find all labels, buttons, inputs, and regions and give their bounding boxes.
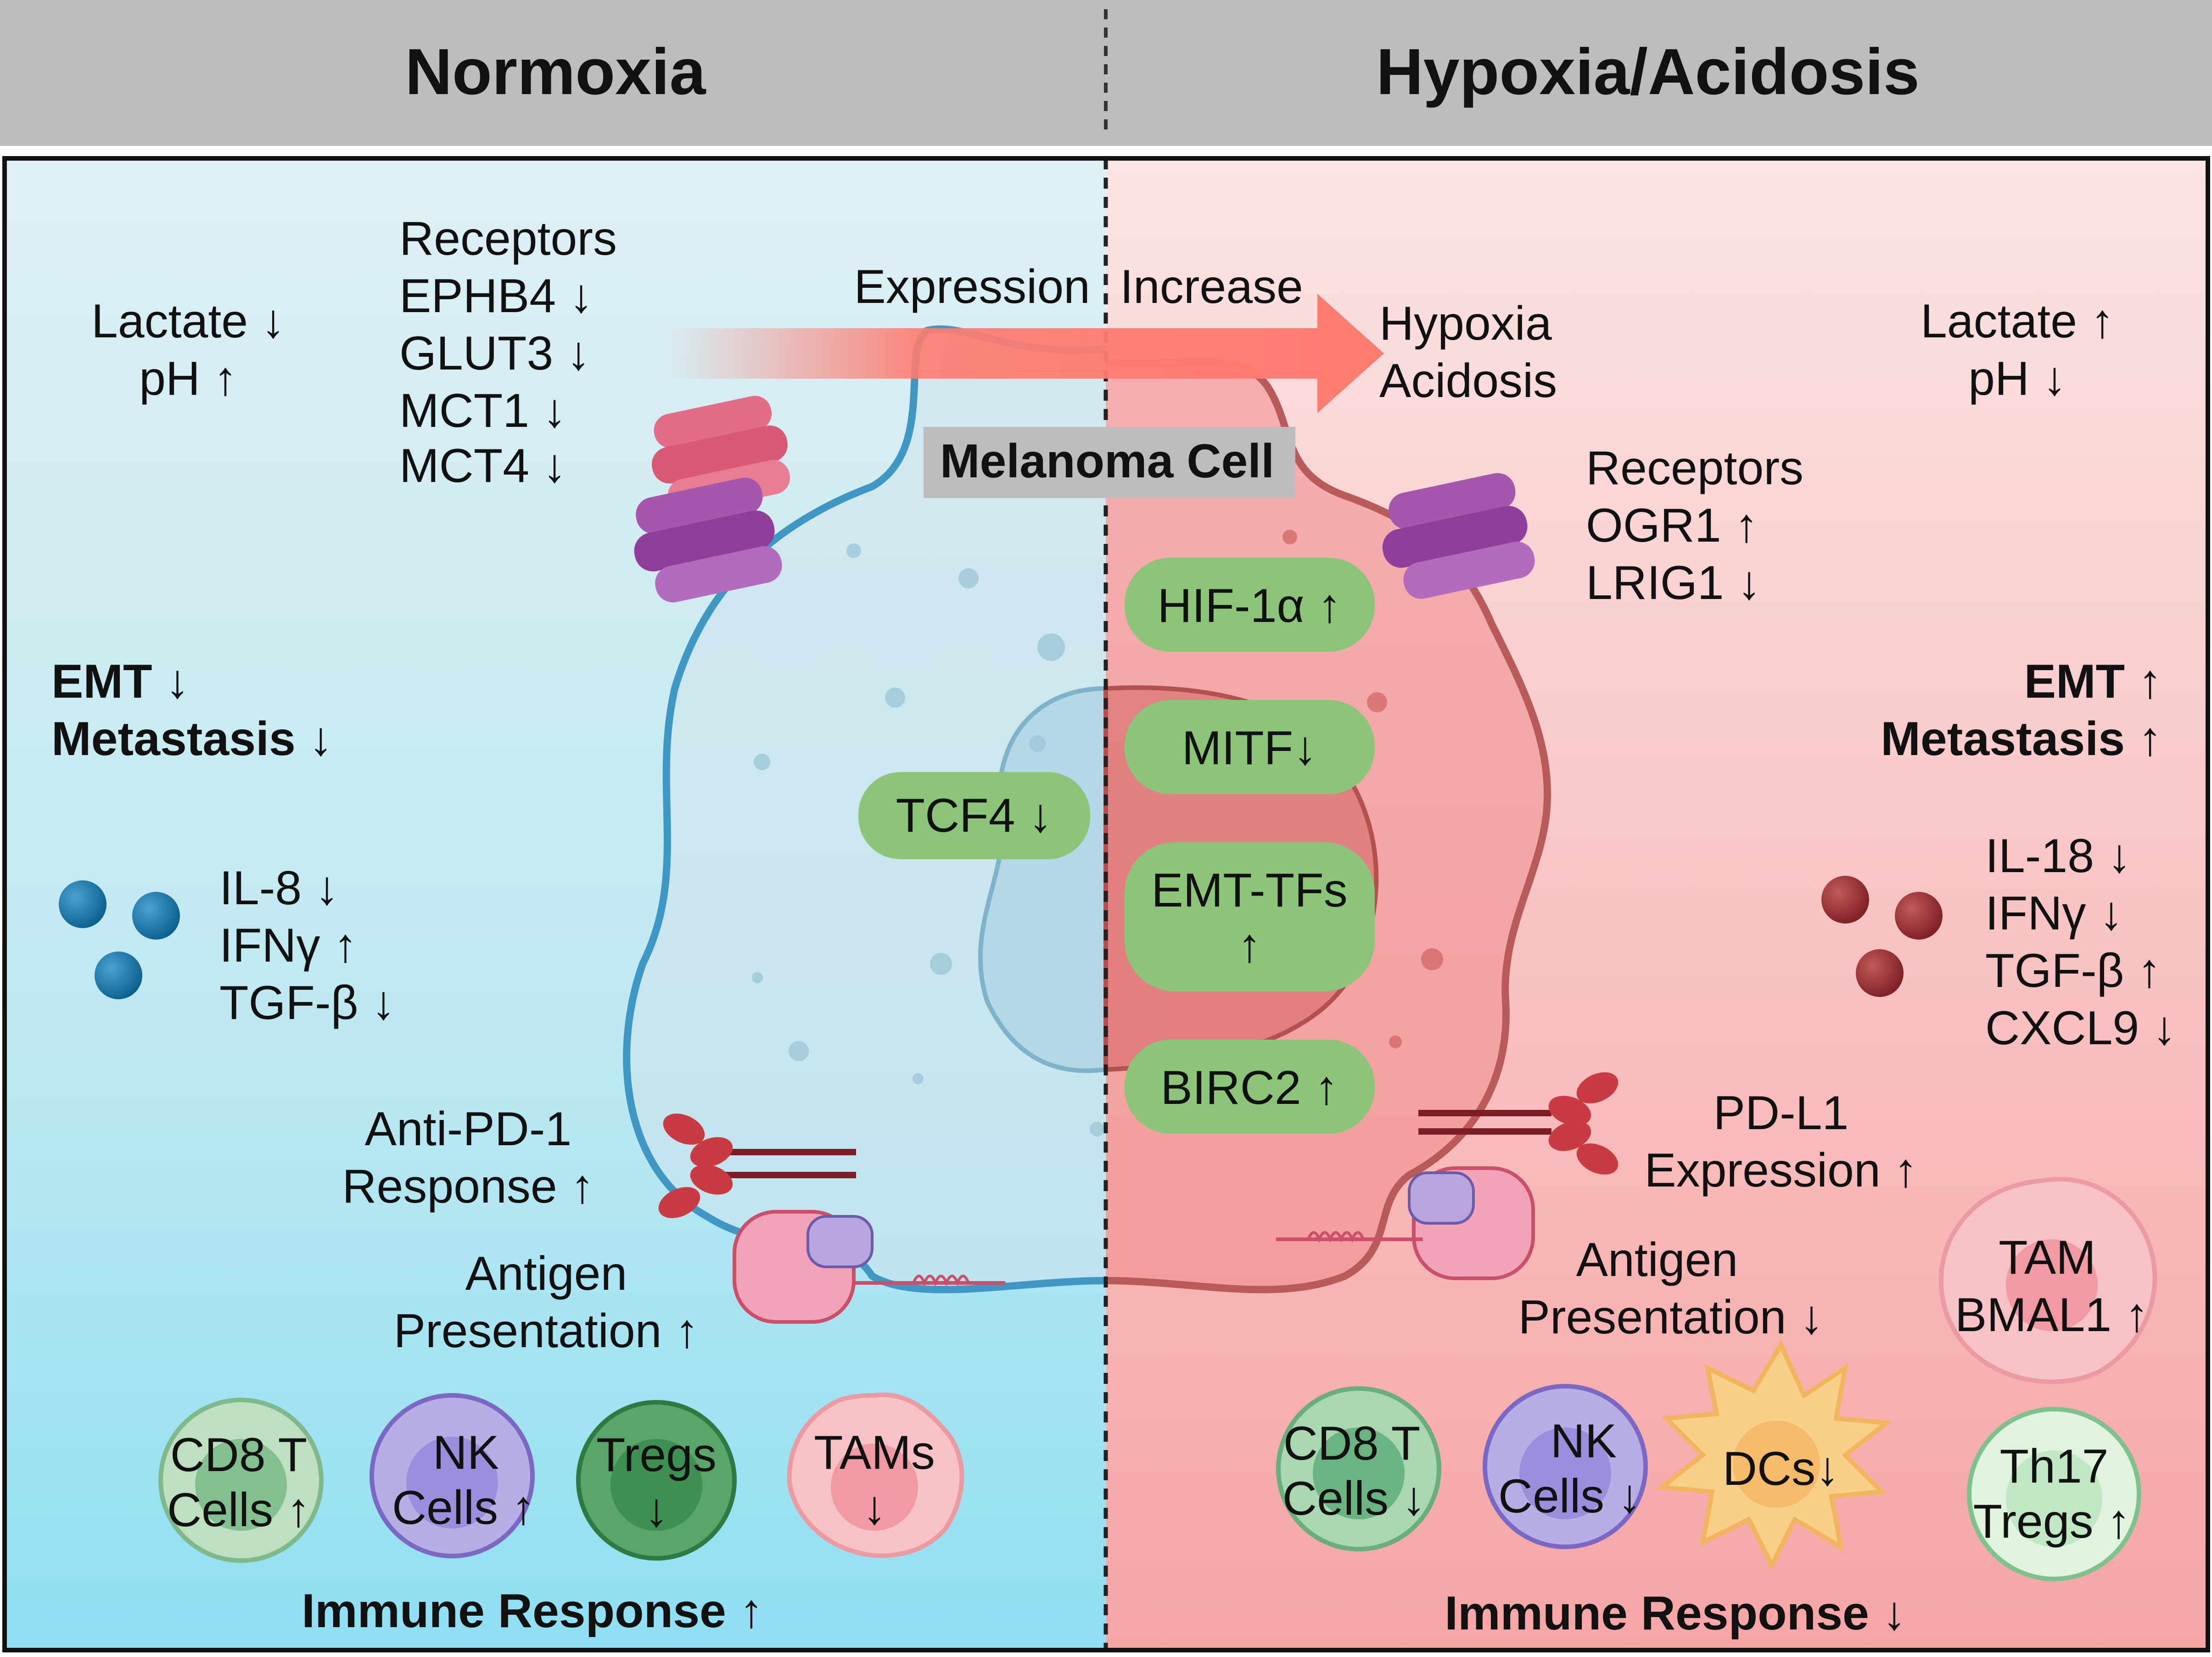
tregs-left-line2: ↓ (644, 1483, 668, 1537)
normoxia-title: Normoxia (405, 35, 706, 108)
cd8-left-line2: Cells ↑ (167, 1483, 310, 1537)
cd8-right-line2: Cells ↓ (1282, 1472, 1426, 1525)
tam-right-line2: BMAL1 ↑ (1955, 1288, 2149, 1342)
pdl1-line1: PD-L1 (1714, 1086, 1849, 1140)
hypoxia-title: Hypoxia/Acidosis (1376, 35, 1920, 108)
mitf-label: MITF↓ (1182, 722, 1317, 775)
nk-left-line2: Cells ↑ (392, 1481, 535, 1534)
panel-frame (2, 156, 2210, 1652)
left-receptor-mct4: MCT4 ↓ (399, 439, 566, 493)
birc2-pill (1125, 1040, 1375, 1134)
cell-vesicles-left (752, 543, 1104, 1136)
arrow-right-label: Increase (1120, 260, 1303, 313)
left-ph: pH ↑ (139, 352, 237, 405)
melanoma-cell-label-box (924, 427, 1295, 498)
cd8-t-cell-left (158, 1398, 324, 1563)
pdl1-line2: Expression ↑ (1644, 1144, 1917, 1197)
right-hypoxia: Hypoxia (1379, 297, 1552, 350)
right-receptor-lrig1: LRIG1 ↓ (1586, 556, 1761, 610)
right-antigen-line2: Presentation ↓ (1518, 1291, 1824, 1344)
dc-cell-right (1655, 1340, 1893, 1571)
right-metastasis: Metastasis ↑ (1881, 712, 2162, 766)
nk-cell-right (1483, 1384, 1648, 1549)
mhc-icon-right (1276, 1166, 1535, 1280)
tams-left-line2: ↓ (862, 1481, 886, 1534)
right-ph: pH ↓ (1968, 352, 2066, 405)
left-receptor-glut3: GLUT3 ↓ (399, 327, 590, 380)
right-ifng: IFNγ ↓ (1985, 887, 2123, 940)
left-immune-response: Immune Response ↑ (302, 1584, 763, 1638)
right-tgfb: TGF-β ↑ (1985, 944, 2161, 997)
left-receptor-mct1: MCT1 ↓ (399, 384, 566, 437)
left-antigen-line1: Antigen (465, 1247, 627, 1300)
cd8-left-line1: CD8 T (170, 1428, 308, 1482)
emt-tfs-line2: ↑ (1238, 919, 1261, 972)
tregs-cell-left (576, 1400, 737, 1561)
right-antigen-line1: Antigen (1576, 1233, 1738, 1287)
receptor-icon-right (1382, 473, 1535, 599)
tam-right-line1: TAM (1999, 1231, 2096, 1284)
tcf4-label: TCF4 ↓ (896, 789, 1053, 842)
anti-pd1-line2: Response ↑ (342, 1160, 594, 1213)
expression-increase-arrow (666, 294, 1384, 413)
tam-cell-right (1938, 1177, 2157, 1384)
th17-tregs-cell-right (1967, 1407, 2141, 1581)
right-lactate: Lactate ↑ (1921, 295, 2114, 348)
nk-left-line1: NK (433, 1426, 499, 1479)
tcf4-pill (858, 772, 1090, 859)
th17-line1: Th17 (1999, 1440, 2108, 1493)
left-ifng: IFNγ ↑ (219, 919, 357, 972)
mhc-icon-left (733, 1210, 1005, 1324)
hif1a-label: HIF-1α ↑ (1157, 579, 1341, 633)
left-antigen-line2: Presentation ↑ (394, 1304, 699, 1358)
left-receptors-title: Receptors (399, 212, 617, 265)
cytokine-dots-left (59, 880, 180, 999)
left-lactate: Lactate ↓ (91, 295, 285, 348)
hif1a-pill (1125, 558, 1375, 652)
cd8-t-cell-right (1276, 1386, 1441, 1551)
dcs-right-label: DCs↓ (1723, 1442, 1839, 1495)
right-il18: IL-18 ↓ (1985, 829, 2131, 883)
right-cxcl9: CXCL9 ↓ (1985, 1002, 2176, 1055)
emt-tfs-line1: EMT-TFs (1151, 864, 1347, 917)
right-receptor-ogr1: OGR1 ↑ (1586, 499, 1758, 552)
left-receptor-ephb4: EPHB4 ↓ (399, 269, 593, 323)
tregs-left-line1: Tregs (596, 1428, 717, 1482)
pdl1-icon (1418, 1072, 1618, 1175)
left-emt: EMT ↓ (51, 655, 189, 708)
tams-cell-left (787, 1392, 964, 1558)
tams-left-line1: TAMs (814, 1426, 935, 1479)
th17-line2: Tregs ↑ (1973, 1495, 2131, 1548)
cytokine-dots-right (1821, 876, 1943, 997)
receptor-icon-left (634, 396, 790, 603)
pd1-antibody-icon (658, 1114, 856, 1218)
nk-right-line2: Cells ↓ (1498, 1470, 1641, 1523)
left-tgfb: TGF-β ↓ (219, 976, 395, 1030)
birc2-label: BIRC2 ↑ (1160, 1061, 1338, 1114)
left-il8: IL-8 ↓ (219, 862, 339, 915)
mitf-pill (1125, 700, 1375, 794)
right-emt: EMT ↑ (2024, 655, 2162, 708)
nk-cell-left (370, 1393, 535, 1558)
right-acidosis: Acidosis (1379, 354, 1557, 408)
nk-right-line1: NK (1551, 1415, 1617, 1468)
right-immune-response: Immune Response ↓ (1445, 1587, 1906, 1640)
arrow-left-label: Expression (854, 260, 1090, 313)
left-metastasis: Metastasis ↓ (51, 712, 333, 766)
cd8-right-line1: CD8 T (1283, 1417, 1421, 1470)
anti-pd1-line1: Anti-PD-1 (365, 1103, 572, 1156)
emt-tfs-pill (1125, 842, 1375, 991)
right-receptors-title: Receptors (1586, 442, 1803, 495)
melanoma-cell-label: Melanoma Cell (940, 435, 1274, 488)
